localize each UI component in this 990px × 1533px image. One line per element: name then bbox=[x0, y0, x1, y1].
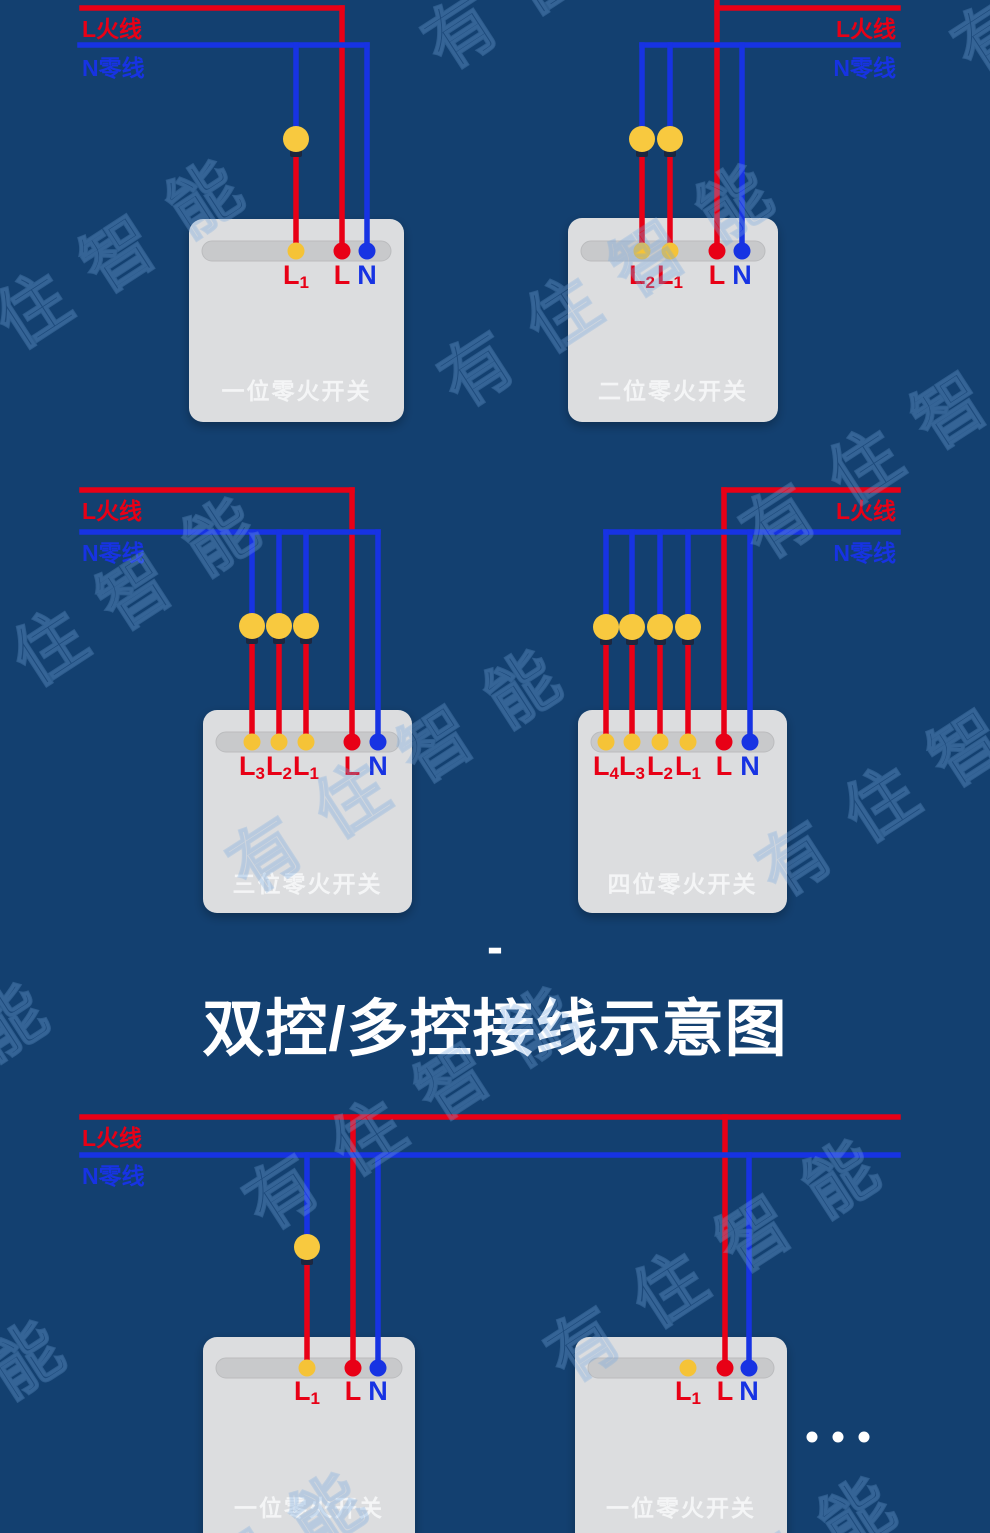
bulb-icon bbox=[593, 614, 619, 640]
terminal-label: L bbox=[716, 751, 733, 781]
terminal-dot-l2 bbox=[270, 733, 288, 751]
bulb-icon bbox=[266, 613, 292, 639]
terminal-dot-l bbox=[344, 1359, 362, 1377]
terminal-dot-n bbox=[733, 242, 751, 260]
bulb-icon bbox=[283, 126, 309, 152]
terminal-dot-l2 bbox=[651, 733, 669, 751]
terminal-dot-l bbox=[333, 242, 351, 260]
terminal-dot-l bbox=[343, 733, 361, 751]
ellipsis-dot bbox=[806, 1431, 818, 1443]
panel-name: 一位零火开关 bbox=[222, 378, 372, 404]
terminal-label: N bbox=[740, 751, 760, 781]
terminal-label: L bbox=[717, 1376, 734, 1406]
panel-name: 四位零火开关 bbox=[608, 871, 758, 897]
panel-name: 一位零火开关 bbox=[234, 1495, 384, 1521]
terminal-dot-l bbox=[715, 733, 733, 751]
bulb-icon bbox=[239, 613, 265, 639]
terminal-dot-n bbox=[358, 242, 376, 260]
bulb-icon bbox=[657, 126, 683, 152]
terminal-label: N bbox=[739, 1376, 759, 1406]
terminal-label: L bbox=[344, 751, 361, 781]
switch-panel bbox=[575, 1337, 787, 1533]
bulb-icon bbox=[294, 1234, 320, 1260]
terminal-dot-n bbox=[369, 1359, 387, 1377]
terminal-label: L bbox=[709, 260, 726, 290]
terminal-dot-n bbox=[369, 733, 387, 751]
neutral-wire-label: N零线 bbox=[833, 55, 896, 81]
terminal-dot-l2 bbox=[633, 242, 651, 260]
terminal-label: L1 bbox=[283, 260, 309, 292]
switch-panel bbox=[189, 219, 404, 422]
ellipsis-dot bbox=[832, 1431, 844, 1443]
switch-panel bbox=[568, 218, 778, 422]
section-divider-dash: - bbox=[487, 921, 503, 974]
terminal-dot-l3 bbox=[243, 733, 261, 751]
terminal-dot-l1 bbox=[679, 1359, 697, 1377]
terminal-label: L bbox=[334, 260, 351, 290]
switch-panel bbox=[578, 710, 787, 913]
switch-panel bbox=[203, 710, 412, 913]
section-title: 双控/多控接线示意图 bbox=[202, 995, 788, 1064]
panel-name: 二位零火开关 bbox=[598, 378, 748, 404]
live-wire-label: L火线 bbox=[836, 498, 896, 524]
terminal-label: N bbox=[732, 260, 752, 290]
terminal-dot-l4 bbox=[597, 733, 615, 751]
terminal-dot-l1 bbox=[679, 733, 697, 751]
terminal-label: L bbox=[345, 1376, 362, 1406]
bulb-icon bbox=[293, 613, 319, 639]
terminal-label: N bbox=[368, 751, 388, 781]
neutral-wire-label: N零线 bbox=[82, 55, 145, 81]
panel-name: 三位零火开关 bbox=[233, 871, 383, 897]
terminal-dot-l3 bbox=[623, 733, 641, 751]
live-wire-label: L火线 bbox=[82, 1125, 142, 1151]
terminal-dot-l bbox=[708, 242, 726, 260]
switch-panel bbox=[203, 1337, 415, 1533]
terminal-dot-l1 bbox=[287, 242, 305, 260]
panel-name: 一位零火开关 bbox=[606, 1495, 756, 1521]
terminal-label: N bbox=[368, 1376, 388, 1406]
bulb-icon bbox=[647, 614, 673, 640]
live-wire-label: L火线 bbox=[82, 16, 142, 42]
terminal-label: N bbox=[357, 260, 377, 290]
terminal-dot-n bbox=[740, 1359, 758, 1377]
bulb-icon bbox=[619, 614, 645, 640]
bulb-icon bbox=[675, 614, 701, 640]
terminal-dot-l1 bbox=[661, 242, 679, 260]
terminal-dot-l1 bbox=[297, 733, 315, 751]
neutral-wire-label: N零线 bbox=[833, 540, 896, 566]
live-wire-label: L火线 bbox=[836, 16, 896, 42]
ellipsis-dot bbox=[858, 1431, 870, 1443]
live-wire-label: L火线 bbox=[82, 498, 142, 524]
terminal-dot-l bbox=[716, 1359, 734, 1377]
terminal-dot-l1 bbox=[298, 1359, 316, 1377]
neutral-wire-label: N零线 bbox=[82, 1163, 145, 1189]
terminal-dot-n bbox=[741, 733, 759, 751]
bulb-icon bbox=[629, 126, 655, 152]
neutral-wire-label: N零线 bbox=[82, 540, 145, 566]
